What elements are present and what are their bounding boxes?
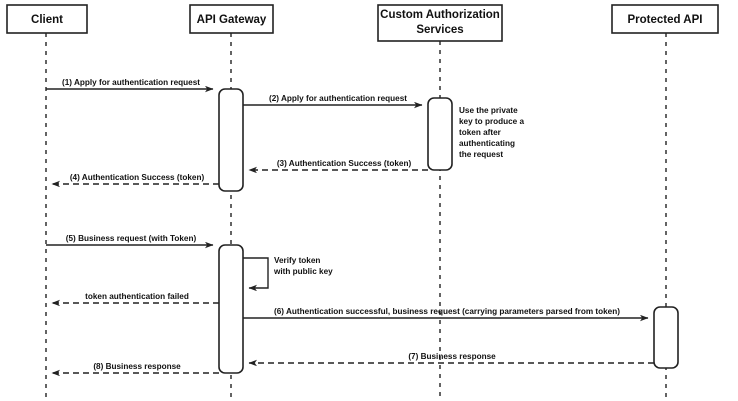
lifelines-group: [45, 33, 667, 398]
message-2[interactable]: (2) Apply for authentication request: [243, 94, 423, 109]
participant-label-api-gateway: API Gateway: [197, 14, 267, 26]
message-7[interactable]: (7) Business response: [248, 352, 654, 367]
message-8[interactable]: (8) Business response: [51, 362, 219, 377]
note-private-key-line-3: token after: [459, 128, 502, 137]
self-message-verify-token[interactable]: Verify token with public key: [243, 256, 333, 292]
participant-box-api-gateway[interactable]: [189, 4, 274, 34]
message-1[interactable]: (1) Apply for authentication request: [46, 78, 214, 93]
message-4[interactable]: (4) Authentication Success (token): [51, 173, 219, 188]
activations-group: [218, 88, 679, 374]
participant-head-protected-api[interactable]: Protected API: [611, 4, 719, 34]
activation-api-gateway-2[interactable]: [218, 244, 244, 374]
self-message-verify-token-arrow[interactable]: [243, 257, 269, 292]
message-2-label: (2) Apply for authentication request: [269, 94, 407, 103]
message-6[interactable]: (6) Authentication successful, business …: [243, 307, 649, 322]
activation-api-gateway-1[interactable]: [218, 88, 244, 192]
participant-head-custom-authorization-services[interactable]: Custom Authorization Services: [377, 4, 503, 42]
message-5[interactable]: (5) Business request (with Token): [46, 234, 214, 249]
participant-label-custom-authorization-services-line1: Custom Authorization: [380, 9, 500, 21]
participant-label-protected-api: Protected API: [628, 14, 703, 26]
self-message-verify-token-label-line1: Verify token: [274, 256, 320, 265]
participant-box-client[interactable]: [6, 4, 88, 34]
activation-protected-api-1[interactable]: [653, 306, 679, 369]
participant-head-client[interactable]: Client: [6, 4, 88, 34]
participant-label-client: Client: [31, 14, 63, 26]
note-private-key-line-2: key to produce a: [459, 117, 525, 126]
note-private-key-line-1: Use the private: [459, 106, 518, 115]
message-3-label: (3) Authentication Success (token): [277, 159, 412, 168]
note-private-key: Use the private key to produce a token a…: [459, 106, 525, 159]
note-private-key-line-4: authenticating: [459, 139, 515, 148]
message-7-label: (7) Business response: [408, 352, 496, 361]
note-private-key-line-5: the request: [459, 150, 503, 159]
message-1-label: (1) Apply for authentication request: [62, 78, 200, 87]
participant-box-protected-api[interactable]: [611, 4, 719, 34]
message-token-authentication-failed-label: token authentication failed: [85, 292, 189, 301]
participant-box-custom-authorization-services[interactable]: [377, 4, 503, 42]
activation-custom-authorization-services-1[interactable]: [427, 97, 453, 171]
message-5-label: (5) Business request (with Token): [66, 234, 197, 243]
message-4-label: (4) Authentication Success (token): [70, 173, 205, 182]
message-6-label: (6) Authentication successful, business …: [274, 307, 620, 316]
message-3[interactable]: (3) Authentication Success (token): [248, 159, 428, 174]
message-8-label: (8) Business response: [93, 362, 181, 371]
message-token-authentication-failed[interactable]: token authentication failed: [51, 292, 219, 307]
self-message-verify-token-label-line2: with public key: [273, 267, 333, 276]
participant-label-custom-authorization-services-line2: Services: [416, 24, 463, 36]
participant-head-api-gateway[interactable]: API Gateway: [189, 4, 274, 34]
